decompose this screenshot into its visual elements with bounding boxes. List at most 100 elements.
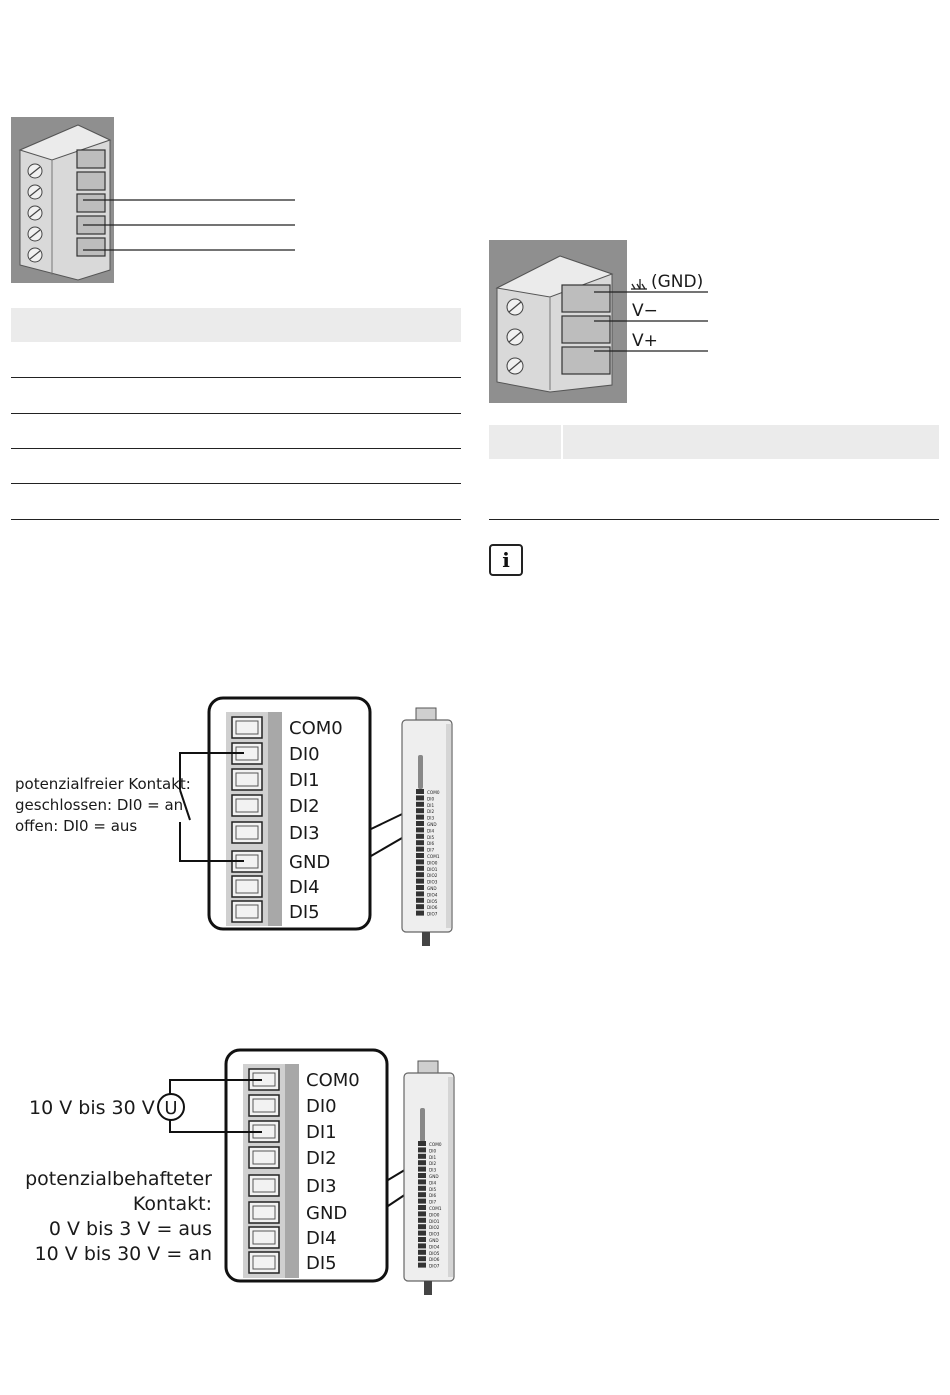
- device-terminal: [416, 897, 424, 903]
- annotation-line: Kontakt:: [132, 1193, 212, 1215]
- device-terminal-label: DIO0: [427, 860, 438, 865]
- terminal-label: DI2: [289, 796, 320, 817]
- terminal-label: GND: [306, 1203, 347, 1224]
- terminal-label: DI5: [289, 902, 320, 923]
- connector-5pin-photo: [11, 117, 295, 283]
- device-terminal: [416, 885, 424, 890]
- device-terminal-label: COM1: [427, 854, 440, 859]
- device-terminal: [418, 1141, 426, 1146]
- device-terminal-label: DIO7: [427, 912, 438, 917]
- device-terminal: [418, 1249, 426, 1255]
- device-terminal: [418, 1230, 426, 1236]
- device-terminal: [416, 853, 424, 858]
- terminal-label: DI3: [306, 1176, 337, 1197]
- terminal-slot: [248, 1251, 280, 1274]
- device-terminal: [416, 801, 424, 807]
- device-terminal-label: DIO6: [427, 905, 438, 910]
- potential-bound-annotation: potenzialbehafteter Kontakt: 0 V bis 3 V…: [0, 1167, 212, 1267]
- device-terminal: [416, 821, 424, 826]
- terminal-slot: [231, 768, 263, 791]
- device-terminal: [416, 808, 424, 814]
- device-terminal-label: DIO2: [427, 873, 438, 878]
- terminal-label: COM0: [306, 1070, 360, 1091]
- terminal-slot: [248, 1226, 280, 1249]
- device-terminal-label: DIO0: [429, 1212, 440, 1217]
- terminal-slot: [231, 900, 263, 923]
- info-icon: i: [489, 544, 523, 576]
- terminal-label: DI1: [289, 770, 320, 791]
- terminal-slot: [248, 1094, 280, 1117]
- device-terminal-label: DIO4: [429, 1244, 440, 1249]
- table-header-right: [489, 425, 939, 459]
- device-terminal: [418, 1198, 426, 1204]
- v-plus-label: V+: [632, 331, 658, 351]
- device-terminal: [418, 1185, 426, 1191]
- device-terminal: [418, 1173, 426, 1178]
- device-terminal-label: GND: [429, 1238, 439, 1243]
- device-terminal: [416, 878, 424, 884]
- table-rule: [11, 377, 461, 378]
- voltage-source-symbol: [157, 1093, 185, 1121]
- table-header-divider: [561, 425, 563, 459]
- device-terminal: [416, 859, 424, 865]
- terminal-label: GND: [289, 852, 330, 873]
- device-terminal: [418, 1211, 426, 1217]
- device-terminal-label: DIO5: [427, 899, 438, 904]
- terminal-slot: [231, 875, 263, 898]
- device-terminal-label: DIO1: [427, 867, 438, 872]
- device-terminal: [416, 846, 424, 852]
- terminal-label: DI1: [306, 1122, 337, 1143]
- device-terminal-label: DI1: [429, 1155, 436, 1160]
- annotation-line: 10 V bis 30 V = an: [34, 1243, 212, 1265]
- device-terminal: [416, 891, 424, 897]
- device-terminal: [416, 840, 424, 846]
- terminal-label: DI2: [306, 1148, 337, 1169]
- device-terminal-label: DI1: [427, 803, 434, 808]
- table-rule: [11, 483, 461, 484]
- device-terminal: [418, 1166, 426, 1172]
- device-terminal: [418, 1256, 426, 1262]
- terminal-slot: [231, 821, 263, 844]
- device-terminal: [418, 1224, 426, 1230]
- annotation-line: potenzialfreier Kontakt:: [15, 775, 191, 793]
- potential-free-annotation: potenzialfreier Kontakt: geschlossen: DI…: [15, 774, 191, 837]
- device-terminal-label: DI4: [429, 1180, 436, 1185]
- device-terminal-label: DIO1: [429, 1219, 440, 1224]
- device-terminal: [416, 872, 424, 878]
- table-header-left: [11, 308, 461, 342]
- device-terminal: [418, 1205, 426, 1210]
- device-terminal: [416, 910, 424, 916]
- terminal-label: DI0: [289, 744, 320, 765]
- annotation-line: geschlossen: DI0 = an: [15, 796, 184, 814]
- device-terminal-label: DIO6: [429, 1257, 440, 1262]
- device-terminal-label: DI6: [429, 1193, 436, 1198]
- device-terminal-label: DI7: [429, 1200, 436, 1205]
- device-terminal-label: DI7: [427, 848, 434, 853]
- device-terminal: [418, 1179, 426, 1185]
- device-terminal: [416, 833, 424, 839]
- terminal-label: DI3: [289, 823, 320, 844]
- ground-symbol-icon: [631, 279, 647, 290]
- device-terminal: [416, 904, 424, 910]
- device-terminal-label: DI6: [427, 841, 434, 846]
- device-terminal-label: DI5: [427, 835, 434, 840]
- device-terminal-label: COM1: [429, 1206, 442, 1211]
- terminal-slot: [248, 1201, 280, 1224]
- terminal-slot: [248, 1146, 280, 1169]
- device-terminal-label: DI0: [427, 796, 434, 801]
- terminal-label: DI5: [306, 1253, 337, 1274]
- device-terminal-label: DI5: [429, 1187, 436, 1192]
- device-terminal: [416, 789, 424, 794]
- device-terminal-label: DIO3: [427, 880, 438, 885]
- v-minus-label: V−: [632, 301, 658, 321]
- terminal-label: DI4: [289, 877, 320, 898]
- device-terminal: [416, 814, 424, 820]
- terminal-slot: [231, 794, 263, 817]
- table-rule: [489, 519, 939, 520]
- device-terminal-label: GND: [427, 886, 437, 891]
- device-terminal: [418, 1243, 426, 1249]
- device-terminal-label: DIO5: [429, 1251, 440, 1256]
- device-terminal-label: DI0: [429, 1148, 436, 1153]
